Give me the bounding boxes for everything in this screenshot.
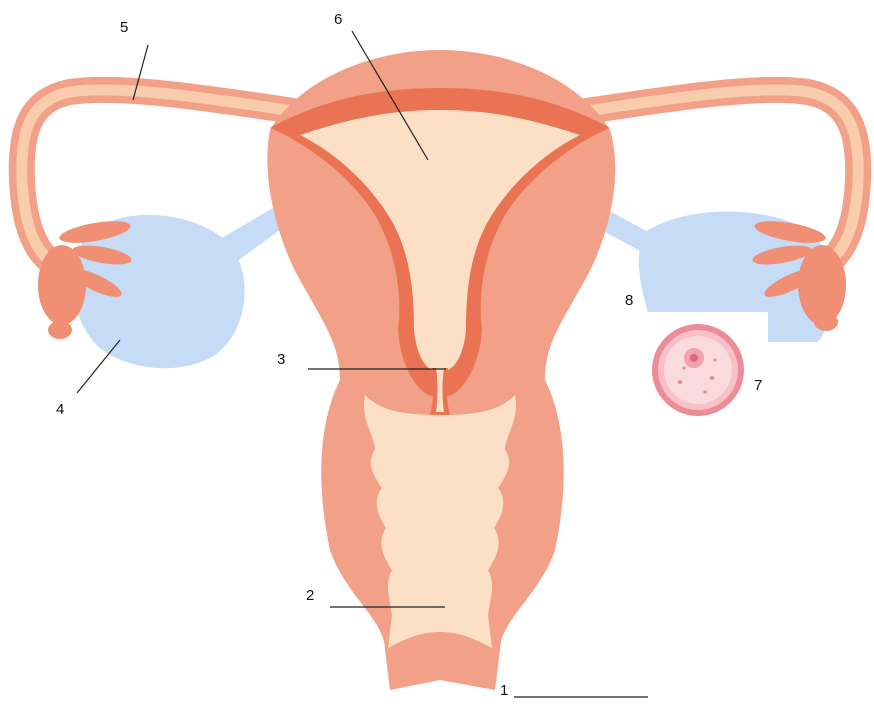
label-8: 8 [625, 292, 633, 309]
label-5: 5 [120, 19, 128, 36]
label-1: 1 [500, 682, 508, 699]
label-7: 7 [754, 377, 762, 394]
label-4: 4 [56, 401, 64, 418]
label-6: 6 [334, 11, 342, 28]
label-3: 3 [277, 351, 285, 368]
leader-line-4 [77, 340, 120, 393]
egg-cell-icon [652, 324, 744, 416]
label-2: 2 [306, 587, 314, 604]
